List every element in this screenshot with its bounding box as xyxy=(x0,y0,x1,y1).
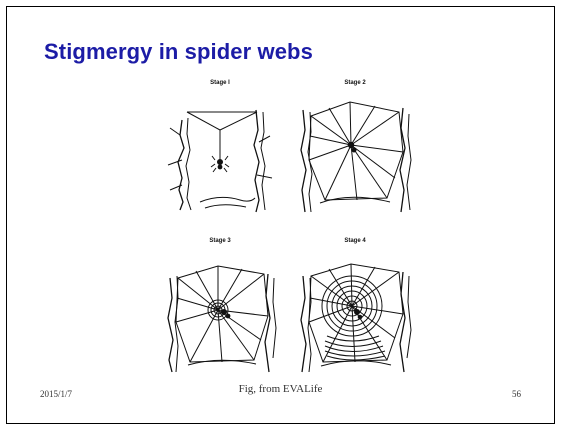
figure-caption: Fig, from EVALife xyxy=(238,383,323,395)
stage-1-caption: Stage I xyxy=(210,80,230,86)
stage-2-caption: Stage 2 xyxy=(344,80,366,86)
stage-2-panel: Stage 2 xyxy=(295,80,415,215)
stage-3-caption: Stage 3 xyxy=(209,238,231,244)
stage-4-panel: Stage 4 xyxy=(295,238,415,373)
stage-1-web-drawing xyxy=(160,90,280,215)
page-number: 56 xyxy=(512,389,521,399)
stage-3-panel: Stage 3 xyxy=(160,238,280,373)
slide xyxy=(6,6,555,424)
stage-2-web-drawing xyxy=(295,90,415,215)
footer-date: 2015/1/7 xyxy=(40,389,73,399)
stage-4-web-drawing xyxy=(295,248,415,373)
stage-1-panel: Stage I xyxy=(160,80,280,215)
stage-3-web-drawing xyxy=(160,248,280,373)
stage-4-caption: Stage 4 xyxy=(344,238,366,244)
slide-title: Stigmergy in spider webs xyxy=(44,39,313,64)
spider-web-figure: Stage I xyxy=(160,80,430,380)
